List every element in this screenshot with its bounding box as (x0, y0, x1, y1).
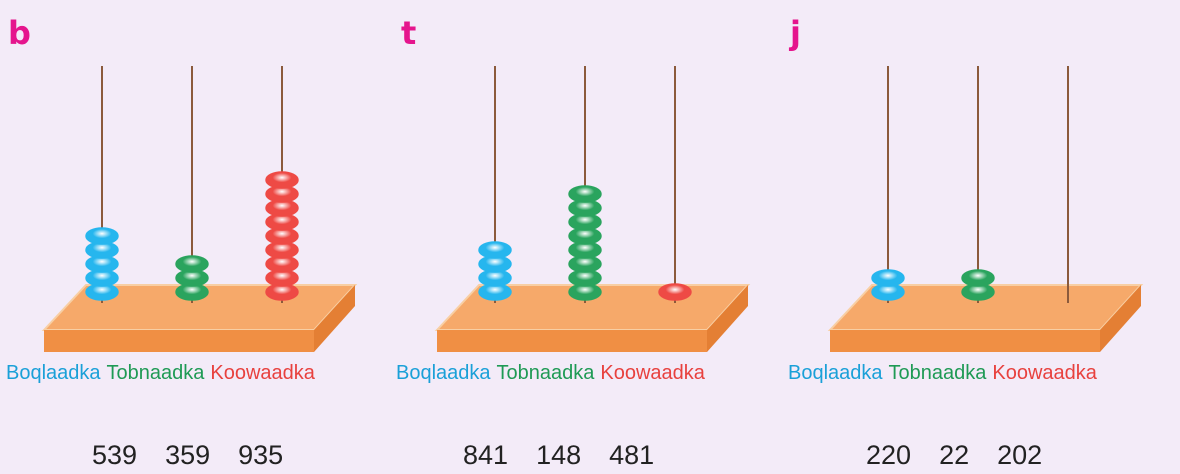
bead-hundreds (871, 269, 905, 287)
abacus-drawing (41, 66, 358, 352)
bead-hundreds (478, 241, 512, 259)
bead-ones (658, 283, 692, 301)
answer-options: 539 359 935 (92, 440, 311, 471)
label-hundreds: Boqlaadka (396, 362, 491, 384)
label-ones: Koowaadka (992, 362, 1097, 384)
label-tens: Tobnaadka (106, 362, 205, 384)
label-tens: Tobnaadka (888, 362, 987, 384)
panel-letter: b (8, 14, 31, 52)
panel-letter: j (790, 14, 801, 52)
abacus-drawing (434, 66, 751, 352)
option-2[interactable]: 359 (165, 440, 211, 470)
label-ones: Koowaadka (210, 362, 315, 384)
option-1[interactable]: 841 (463, 440, 509, 470)
label-hundreds: Boqlaadka (788, 362, 883, 384)
bead-tens (568, 185, 602, 203)
label-tens: Tobnaadka (496, 362, 595, 384)
bead-ones (265, 171, 299, 189)
option-1[interactable]: 539 (92, 440, 138, 470)
answer-options: 220 22 202 (866, 440, 1070, 471)
option-2[interactable]: 148 (536, 440, 582, 470)
abacus-drawing (827, 66, 1144, 352)
label-hundreds: Boqlaadka (6, 362, 101, 384)
panel-letter: t (401, 14, 417, 52)
option-1[interactable]: 220 (866, 440, 912, 470)
bead-tens (175, 255, 209, 273)
bead-hundreds (85, 227, 119, 245)
bead-tens (961, 269, 995, 287)
option-3[interactable]: 935 (238, 440, 284, 470)
abacus-base (827, 284, 1144, 352)
answer-options: 841 148 481 (463, 440, 682, 471)
label-ones: Koowaadka (600, 362, 705, 384)
option-3[interactable]: 202 (997, 440, 1043, 470)
option-3[interactable]: 481 (609, 440, 655, 470)
option-2[interactable]: 22 (939, 440, 970, 470)
